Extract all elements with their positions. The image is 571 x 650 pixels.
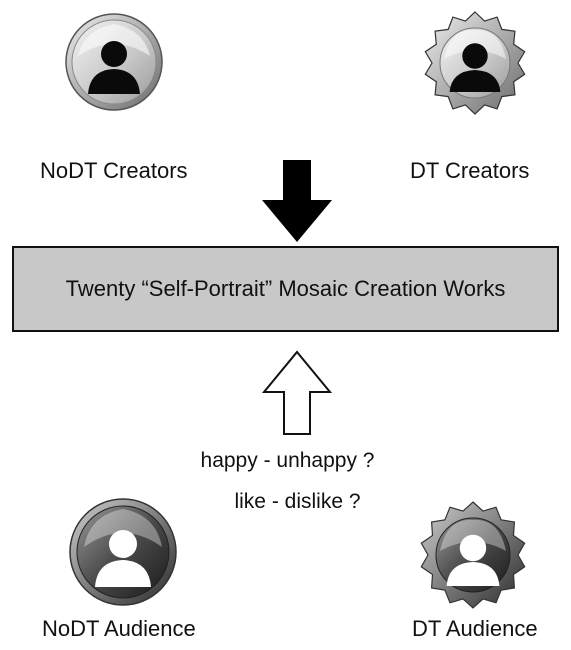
up-arrow-icon xyxy=(262,350,332,436)
dt-creators-icon xyxy=(422,10,528,116)
nodt-audience-icon xyxy=(68,497,178,607)
dt-audience-label: DT Audience xyxy=(412,616,538,641)
nodt-audience-label: NoDT Audience xyxy=(42,616,196,641)
mosaic-works-box: Twenty “Self-Portrait” Mosaic Creation W… xyxy=(12,246,559,332)
dt-audience-icon xyxy=(418,500,528,610)
dt-creators-label: DT Creators xyxy=(410,158,530,183)
nodt-creators-icon xyxy=(64,12,164,112)
mosaic-works-label: Twenty “Self-Portrait” Mosaic Creation W… xyxy=(65,276,506,301)
nodt-creators-label: NoDT Creators xyxy=(40,158,188,183)
question-like: like - dislike ? xyxy=(234,490,361,513)
question-happy: happy - unhappy ? xyxy=(200,449,375,472)
down-arrow-icon xyxy=(262,160,332,244)
